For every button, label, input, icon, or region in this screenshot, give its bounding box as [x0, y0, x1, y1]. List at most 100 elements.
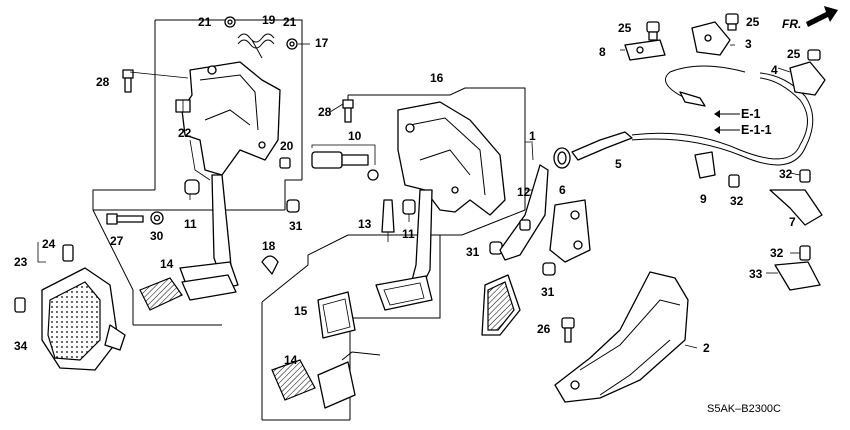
callout-6: 6: [559, 183, 566, 197]
clip-18: [261, 255, 279, 275]
callout-16: 16: [430, 71, 444, 85]
callout-21b: 21: [283, 15, 297, 29]
grommet-6: [553, 147, 571, 169]
bracket-33: [774, 261, 821, 291]
clamp-9: [694, 151, 716, 179]
pedal-pad-15: [317, 291, 356, 339]
callout-21a: 21: [198, 15, 212, 29]
callout-32c: 32: [770, 246, 784, 260]
sensor-13: [381, 199, 395, 242]
diagram-code: S5AK–B2300C: [707, 403, 781, 415]
callout-19: 19: [262, 13, 276, 27]
accel-box: [524, 141, 533, 191]
callout-27: 27: [110, 234, 124, 248]
leader-lines: [129, 43, 801, 349]
callout-30: 30: [150, 229, 164, 243]
callout-3: 3: [745, 37, 752, 51]
left-pedal-box: [92, 19, 303, 326]
nut-31a: [286, 199, 300, 213]
front-label: FR.: [782, 17, 801, 31]
clip-21a: [224, 16, 236, 28]
callout-5: 5: [615, 157, 622, 171]
pad-lower: [317, 361, 356, 409]
pedal-pad-14a: [139, 277, 183, 311]
pedal-cover: [41, 267, 126, 371]
bracket-8: [624, 39, 666, 61]
callout-25a: 25: [618, 21, 632, 35]
callout-34: 34: [14, 339, 28, 353]
stopper-11a: [184, 179, 200, 200]
nut-25c: [807, 49, 821, 61]
callout-4: 4: [771, 63, 778, 77]
bolt-32c: [799, 245, 811, 261]
bolt-28b: [342, 99, 354, 123]
callout-28b: 28: [318, 105, 332, 119]
callout-20: 20: [280, 139, 294, 153]
callout-7: 7: [789, 215, 796, 229]
clutch-pedal-bracket: [181, 61, 281, 181]
bolt-27: [106, 213, 144, 225]
bolt-32a: [728, 174, 740, 188]
nut-25b: [725, 13, 739, 31]
callout-1: 1: [529, 129, 536, 143]
callout-9: 9: [700, 192, 707, 206]
stopper-20: [279, 157, 291, 169]
brake-pad: [375, 275, 433, 311]
callout-31b: 31: [466, 245, 480, 259]
accelerator-pedal: [481, 164, 549, 336]
callout-8: 8: [599, 45, 606, 59]
callout-17: 17: [315, 36, 329, 50]
bracket-3: [691, 21, 731, 56]
callout-15: 15: [294, 304, 308, 318]
nut-30: [150, 211, 164, 225]
throttle-cable: [571, 65, 814, 166]
callout-18: 18: [262, 239, 276, 253]
floor-bracket-2: [554, 271, 689, 403]
nut-25a: [646, 21, 660, 41]
bolt-26: [561, 317, 575, 343]
callout-23: 23: [14, 255, 28, 269]
clip-21b: [286, 38, 298, 50]
callout-28a: 28: [96, 75, 110, 89]
callout-31a: 31: [289, 219, 303, 233]
clip-34: [14, 297, 26, 313]
callout-31c: 31: [541, 285, 555, 299]
bolt-28a: [122, 69, 134, 93]
pedal-pad-14b: [271, 359, 316, 401]
brake-pedal-bracket: [397, 101, 506, 216]
bolt-32b: [799, 169, 811, 183]
front-direction-arrow: FR.: [782, 6, 838, 31]
callout-2: 2: [703, 341, 710, 355]
callout-32b: 32: [779, 167, 793, 181]
callout-22: 22: [178, 126, 192, 140]
bracket-7: [769, 189, 823, 226]
callout-11a: 11: [184, 217, 197, 231]
callout-11b: 11: [402, 227, 415, 241]
callout-32a: 32: [730, 194, 744, 208]
stopper-11b: [402, 199, 416, 222]
stop-switch: [311, 144, 379, 181]
ref-e11-label: E-1-1: [741, 123, 772, 137]
return-spring: [237, 33, 275, 59]
ref-e1-label: E-1: [741, 107, 761, 121]
clutch-pad: [181, 274, 237, 301]
nut-31b: [489, 241, 503, 255]
ref-e11: E-1-1: [714, 123, 772, 137]
callout-25b: 25: [746, 15, 760, 29]
callout-26: 26: [537, 322, 551, 336]
callout-25c: 25: [787, 47, 801, 61]
callout-12: 12: [517, 185, 531, 199]
nut-31c: [542, 262, 556, 276]
callout-24: 24: [42, 237, 56, 251]
callout-10: 10: [348, 129, 362, 143]
bolt-24: [62, 244, 74, 262]
pad-arm: [341, 351, 381, 361]
bushing-22: [175, 99, 191, 113]
callout-14b: 14: [284, 353, 298, 367]
callout-14a: 14: [160, 257, 174, 271]
accel-bracket: [549, 199, 591, 263]
clip-12: [519, 219, 531, 231]
